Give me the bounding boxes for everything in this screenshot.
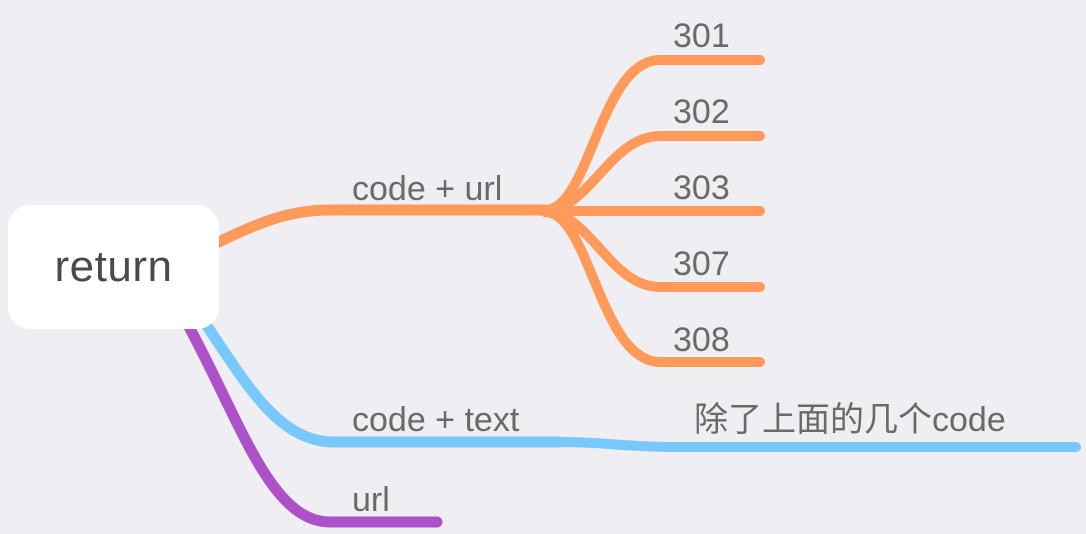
connector-root-code-url xyxy=(213,204,551,248)
root-node[interactable]: return xyxy=(8,205,219,329)
node-307[interactable]: 307 xyxy=(673,245,730,283)
branch-code-url[interactable]: code + url xyxy=(352,170,503,208)
root-label: return xyxy=(54,242,173,291)
node-308[interactable]: 308 xyxy=(673,321,730,359)
connector-308 xyxy=(540,207,765,367)
node-other-codes[interactable]: 除了上面的几个code xyxy=(694,401,1006,439)
branch-code-text[interactable]: code + text xyxy=(352,401,520,439)
branch-url[interactable]: url xyxy=(352,481,390,519)
connector-code-text-note xyxy=(555,437,1081,452)
connector-root-code-text xyxy=(199,317,566,448)
node-301[interactable]: 301 xyxy=(673,17,730,55)
node-302[interactable]: 302 xyxy=(673,93,730,131)
node-303[interactable]: 303 xyxy=(673,169,730,207)
connector-root-url xyxy=(182,319,443,528)
